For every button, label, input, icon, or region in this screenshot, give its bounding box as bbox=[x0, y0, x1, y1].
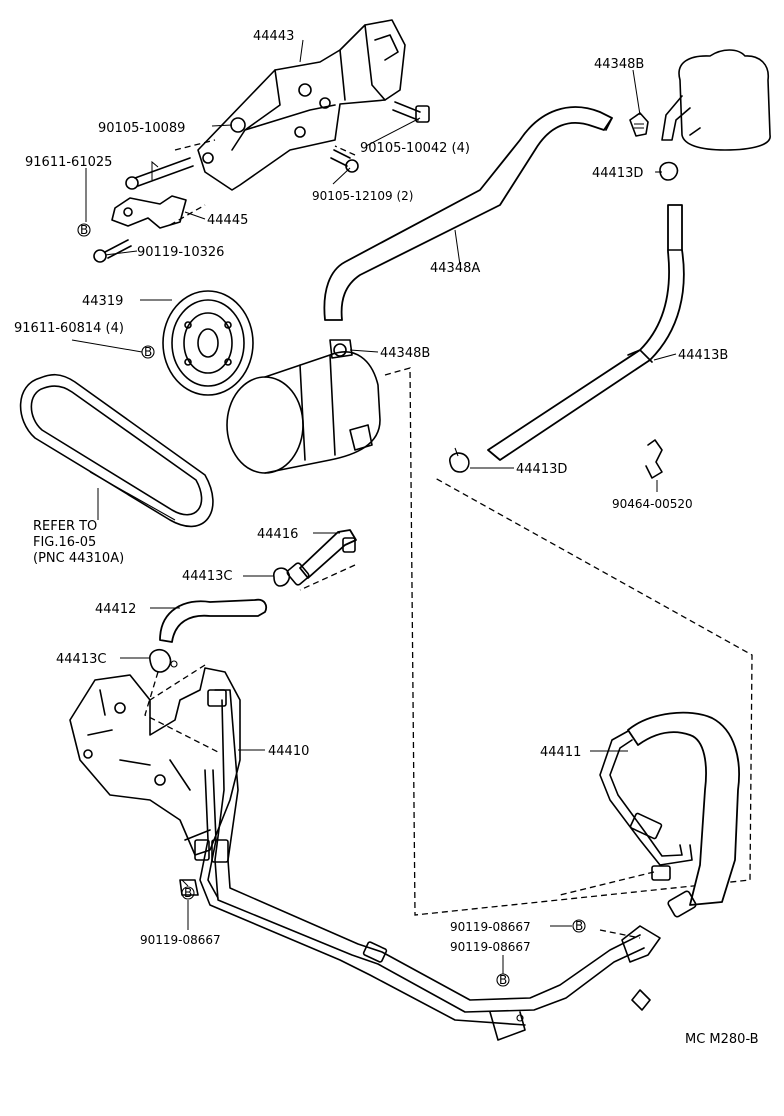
tube-end-fittings bbox=[621, 925, 661, 1011]
label-44443: 44443 bbox=[253, 29, 294, 44]
power-steering-pump bbox=[226, 339, 381, 474]
label-44411: 44411 bbox=[540, 745, 581, 760]
bolt-90105-10042 bbox=[392, 101, 430, 123]
return-tube-44411 bbox=[599, 711, 740, 918]
stay-44445 bbox=[111, 195, 187, 229]
return-tube-dash bbox=[559, 871, 655, 939]
label-90119-08667-right-bottom: 90119-08667 bbox=[450, 940, 531, 954]
bolt-90105-10089 bbox=[125, 157, 194, 190]
steering-gear-housing bbox=[69, 667, 241, 856]
hose-44412 bbox=[159, 598, 268, 643]
svg-text:B: B bbox=[144, 345, 152, 359]
b-marker-4: B bbox=[572, 919, 586, 933]
b-marker-2: B bbox=[141, 345, 155, 359]
label-90105-10089: 90105-10089 bbox=[98, 121, 185, 136]
clamp-44348B-top bbox=[629, 112, 649, 137]
b-marker-5: B bbox=[496, 973, 510, 987]
label-44413C-upper: 44413C bbox=[182, 569, 232, 584]
label-44410: 44410 bbox=[268, 744, 309, 759]
b-marker-3: B bbox=[181, 886, 195, 900]
svg-text:B: B bbox=[575, 919, 583, 933]
label-44348B-mid: 44348B bbox=[380, 346, 430, 361]
label-90105-12109: 90105-12109 (2) bbox=[312, 189, 414, 203]
label-44413D-top: 44413D bbox=[592, 166, 643, 181]
label-90464-00520: 90464-00520 bbox=[612, 497, 693, 511]
bolt-90105-12109 bbox=[330, 149, 359, 173]
clamp-44413D-top bbox=[656, 161, 679, 181]
label-44319: 44319 bbox=[82, 294, 123, 309]
pressure-tube-44410 bbox=[179, 689, 645, 1041]
label-90119-08667-left: 90119-08667 bbox=[140, 933, 221, 947]
refer-text-line3: (PNC 44310A) bbox=[33, 551, 124, 566]
hose-12-dash bbox=[144, 664, 219, 753]
v-belt bbox=[19, 373, 214, 528]
pulley-44319 bbox=[162, 290, 254, 396]
label-44348A: 44348A bbox=[430, 261, 480, 276]
reservoir-tank bbox=[661, 49, 771, 151]
label-44445: 44445 bbox=[207, 213, 248, 228]
label-44413C-lower: 44413C bbox=[56, 652, 106, 667]
clamp-44413D-lower bbox=[449, 447, 470, 473]
label-90119-10326: 90119-10326 bbox=[137, 245, 224, 260]
leader-lines bbox=[71, 39, 677, 974]
label-44413B: 44413B bbox=[678, 348, 728, 363]
refer-text-line2: FIG.16-05 bbox=[33, 535, 96, 550]
diagram-code: MC M280-B bbox=[685, 1032, 759, 1047]
assembly-boundary-dash bbox=[384, 367, 753, 916]
label-91611-60814: 91611-60814 (4) bbox=[14, 321, 124, 336]
clip-90464-00520 bbox=[645, 439, 663, 479]
bolt-90119-10326 bbox=[93, 239, 132, 263]
label-91611-61025: 91611-61025 bbox=[25, 155, 112, 170]
bolt-axis-dash bbox=[169, 139, 356, 226]
label-44348B-top: 44348B bbox=[594, 57, 644, 72]
label-44416: 44416 bbox=[257, 527, 298, 542]
pump-bracket bbox=[197, 19, 406, 191]
svg-text:B: B bbox=[499, 973, 507, 987]
svg-text:B: B bbox=[80, 223, 88, 237]
svg-text:B: B bbox=[184, 886, 192, 900]
clamp-44413C-lower bbox=[149, 648, 178, 673]
b-marker-1: B bbox=[77, 223, 91, 237]
clamp-44413C-upper bbox=[273, 567, 291, 587]
hose-44413B bbox=[487, 204, 685, 461]
tube-44416 bbox=[286, 529, 357, 586]
return-hose-44348A bbox=[323, 106, 613, 321]
label-90105-10042: 90105-10042 (4) bbox=[360, 141, 470, 156]
label-44413D-lower: 44413D bbox=[516, 462, 567, 477]
refer-text-line1: REFER TO bbox=[33, 519, 97, 534]
tube-16-dash bbox=[299, 564, 356, 591]
label-44412: 44412 bbox=[95, 602, 136, 617]
label-90119-08667-right-top: 90119-08667 bbox=[450, 920, 531, 934]
